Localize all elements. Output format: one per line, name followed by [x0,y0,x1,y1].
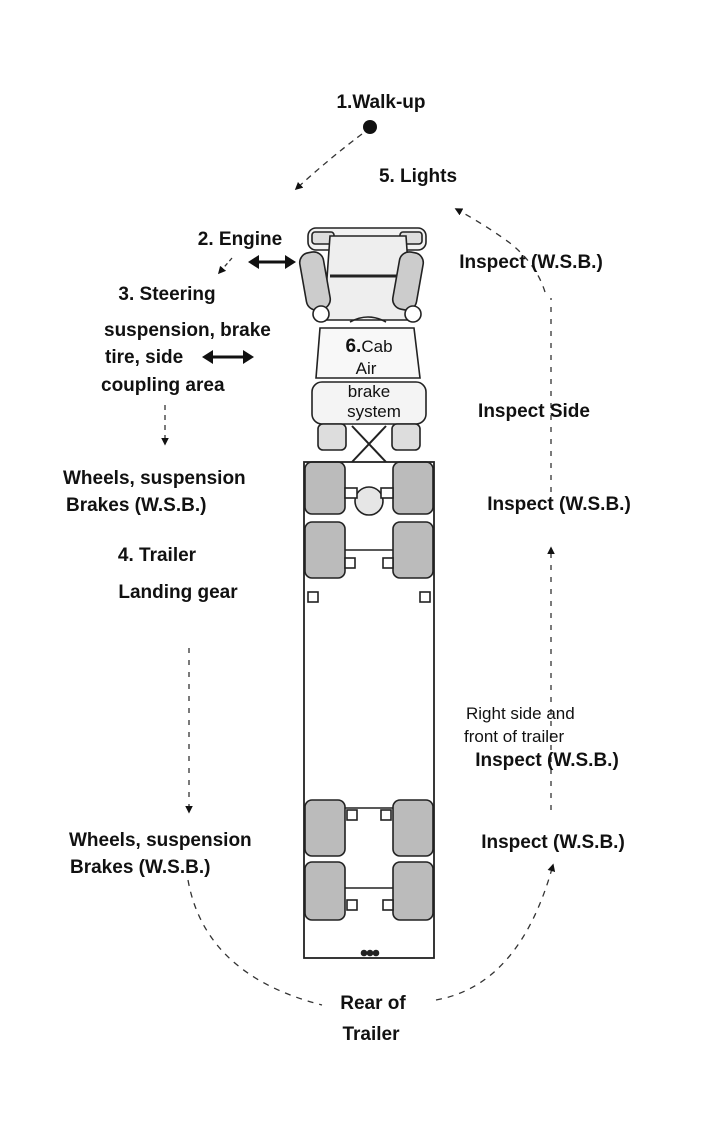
rear-of-trailer-label-1: Rear of [340,993,406,1014]
lights-label: 5. Lights [378,166,458,187]
cab-system-label: system [347,402,401,421]
steering-label: 3. Steering [118,284,216,305]
inspect-wsb-label-top: Inspect (W.S.B.) [459,252,603,273]
right-side-label-1: Right side and [466,704,575,723]
truck-illustration [298,227,435,959]
right-path-curve-to-lights [454,208,546,293]
cab-label: 6.Cab [345,337,392,356]
trailer-label: 4. Trailer [117,545,197,566]
brakes-label-2: Brakes (W.S.B.) [70,857,211,878]
steering-detail-line-3: coupling area [101,375,225,396]
brakes-label-1: Brakes (W.S.B.) [66,495,207,516]
steering-detail-line-2: tire, side [105,347,184,368]
inspect-wsb-label-lower: Inspect (W.S.B.) [475,750,619,771]
wheels-label-1: Wheels, suspension [63,468,246,489]
walk-up-start-dot [363,120,377,134]
walk-up-path [294,133,363,191]
cab-air-label: Air [355,359,377,378]
rear-loop-right [435,863,556,1001]
inspect-wsb-label-bottom: Inspect (W.S.B.) [481,832,625,853]
walk-up-label: 1.Walk-up [336,92,426,113]
side-double-arrow [202,350,254,364]
cab-brake-label: brake [347,382,391,401]
right-side-label-2: front of trailer [464,727,565,746]
engine-label: 2. Engine [197,229,283,250]
cab-word: Cab [361,337,393,356]
steering-detail-line-1: suspension, brake [104,320,271,341]
inspect-side-label: Inspect Side [478,401,590,422]
rear-loop-left [187,879,323,1006]
wheels-label-2: Wheels, suspension [69,830,252,851]
landing-gear-label: Landing gear [118,582,238,603]
engine-double-arrow [248,255,296,269]
cab-number: 6. [345,336,362,357]
engine-to-steering-arrow [217,257,233,275]
rear-of-trailer-label-2: Trailer [342,1024,400,1045]
inspect-wsb-label-mid: Inspect (W.S.B.) [487,494,631,515]
